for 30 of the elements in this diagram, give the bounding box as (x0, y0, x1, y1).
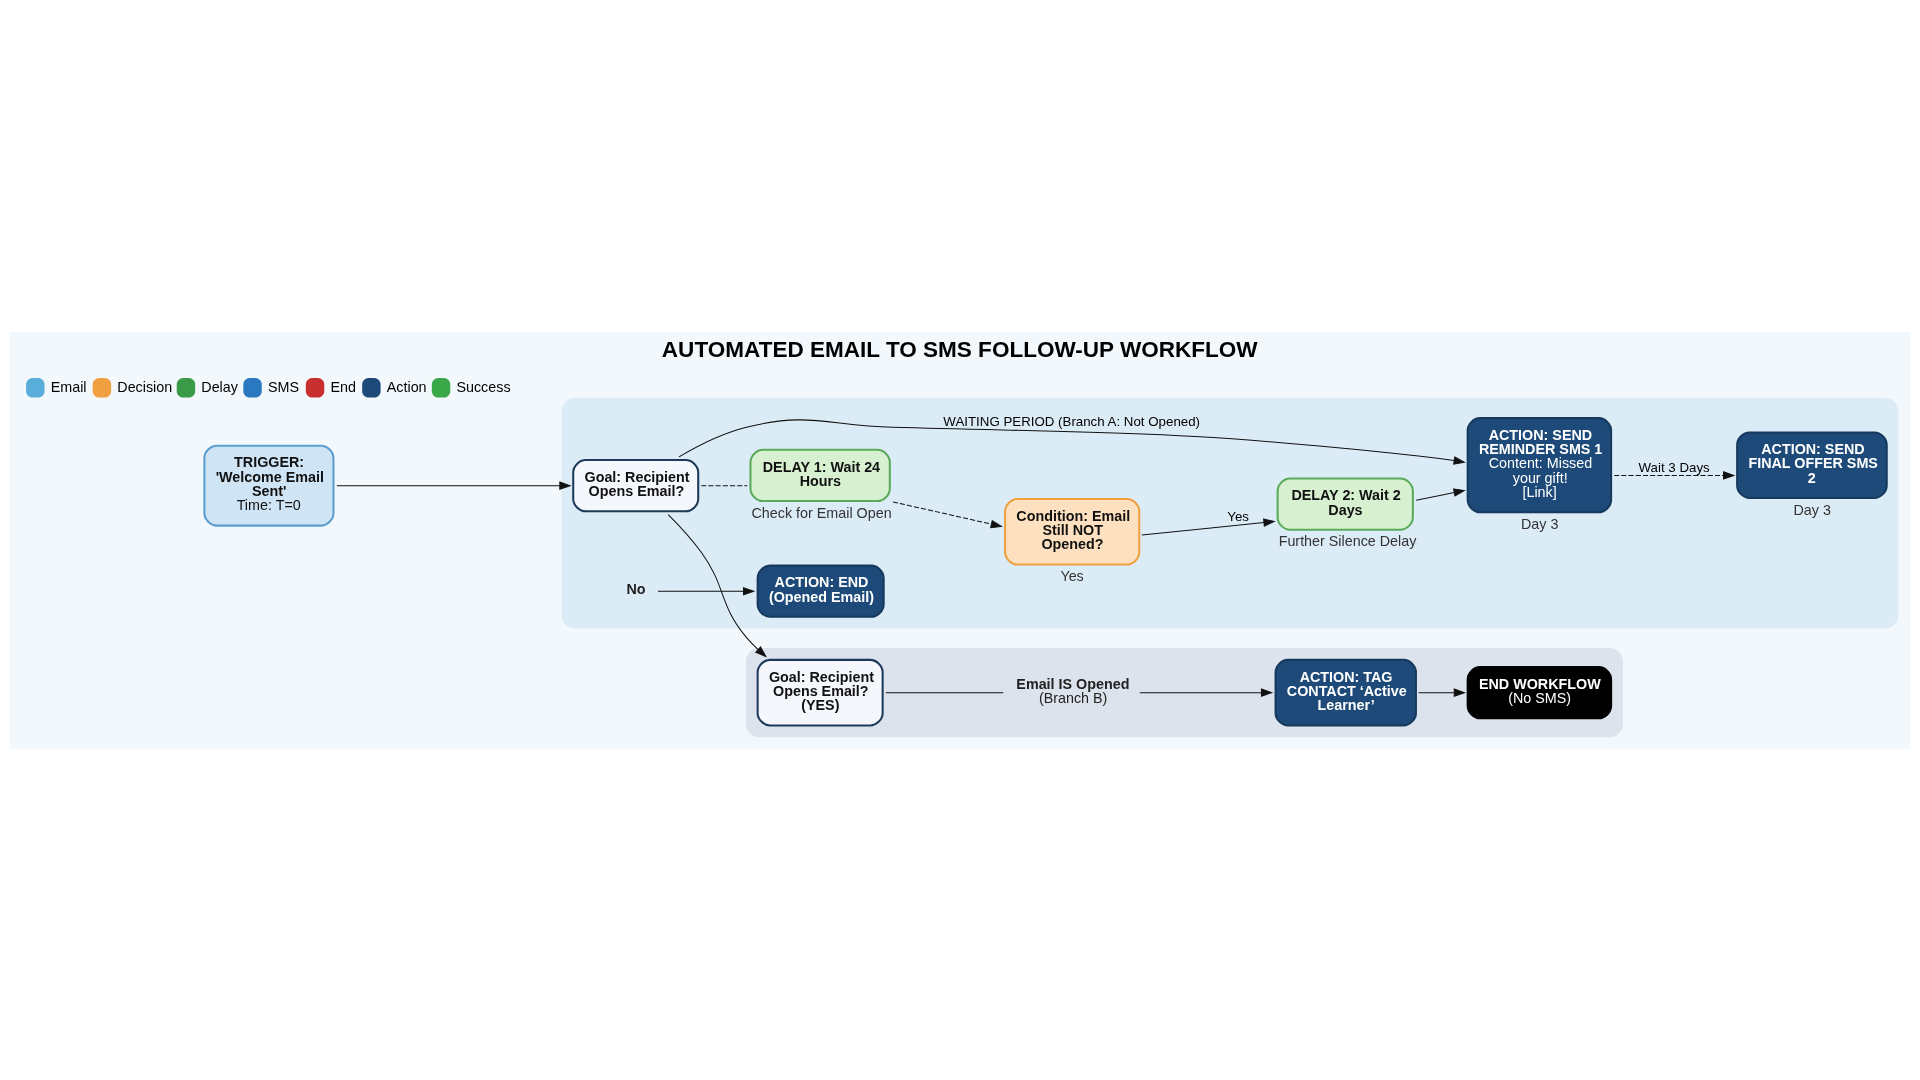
legend-label: End (330, 378, 356, 395)
connector (700, 484, 748, 486)
edge-label: Wait 3 Days (1638, 459, 1710, 475)
legend-label: Email (50, 378, 87, 395)
arrow (678, 418, 1466, 465)
node-label: Day 3 (1520, 515, 1559, 532)
node-label: Day 3 (1793, 501, 1831, 518)
arrow (667, 513, 767, 658)
node-label: Check for Email Open (751, 504, 892, 521)
diagram-title: AUTOMATED EMAIL TO SMS FOLLOW-UP WORKFLOW (661, 336, 1258, 362)
edge-label: WAITING PERIOD (Branch A: Not Opened) (943, 413, 1201, 429)
legend-label: Action (386, 378, 427, 395)
arrow (1613, 470, 1736, 480)
connector (885, 691, 1004, 693)
legend-label: SMS (267, 378, 299, 395)
legend-label: Delay (201, 378, 238, 395)
arrow (657, 586, 756, 595)
arrow (336, 480, 572, 490)
node-text: No (626, 580, 646, 597)
legend-label: Decision (117, 378, 173, 395)
arrow (1139, 687, 1274, 697)
node-label: Yes (1060, 567, 1084, 584)
arrow (1415, 487, 1466, 501)
arrow (1418, 687, 1467, 697)
legend-label: Success (456, 378, 511, 395)
edge-label: Yes (1227, 508, 1250, 524)
arrow (892, 500, 1003, 528)
arrow (1141, 517, 1276, 535)
node-text: Email IS Opened (Branch B) (1016, 675, 1130, 706)
node-label: Further Silence Delay (1278, 532, 1417, 549)
